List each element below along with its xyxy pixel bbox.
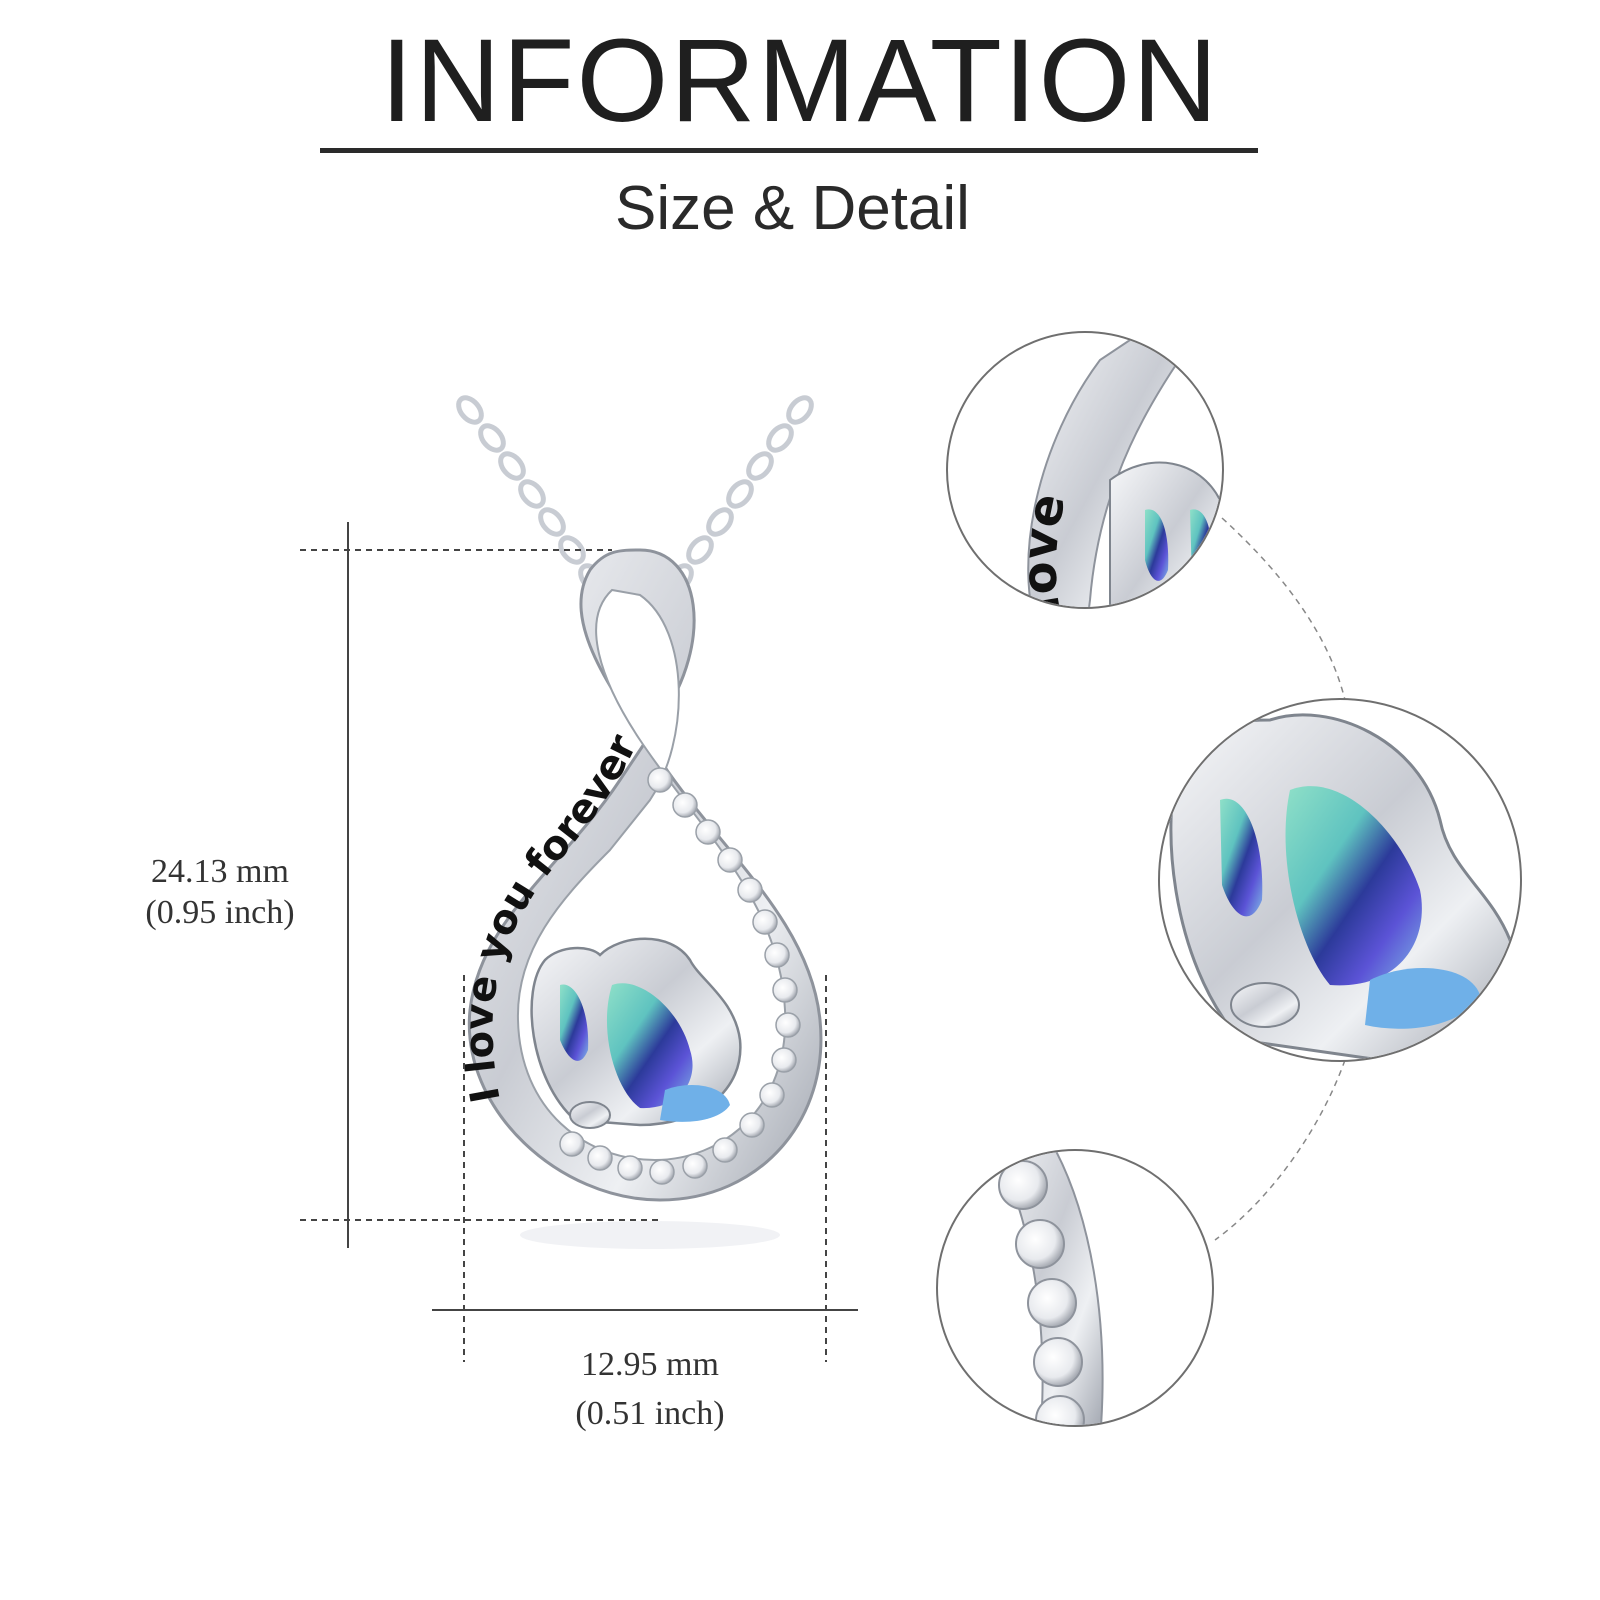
height-dimension-label: 24.13 mm (0.95 inch) bbox=[100, 852, 340, 934]
chain bbox=[456, 395, 814, 593]
title-divider bbox=[320, 148, 1258, 153]
width-dimension bbox=[432, 975, 858, 1362]
butterfly bbox=[530, 937, 742, 1129]
zoom-detail-butterfly bbox=[1158, 698, 1522, 1062]
height-inch: (0.95 inch) bbox=[145, 893, 295, 931]
zoom-detail-engraving: love bbox=[946, 331, 1224, 617]
height-dimension bbox=[300, 522, 660, 1248]
height-mm: 24.13 mm bbox=[151, 853, 289, 890]
zoom-detail-gems bbox=[936, 1149, 1214, 1427]
gem-row bbox=[559, 767, 801, 1185]
page-title: INFORMATION bbox=[380, 15, 1220, 147]
zoom-connectors bbox=[1214, 517, 1346, 1241]
width-inch: (0.51 inch) bbox=[575, 1395, 725, 1433]
width-dimension-label: 12.95 mm (0.51 inch) bbox=[520, 1340, 780, 1439]
zoom-engraving-text: love bbox=[1011, 489, 1076, 617]
width-mm: 12.95 mm bbox=[581, 1346, 719, 1383]
page-subtitle: Size & Detail bbox=[615, 174, 970, 243]
pendant: I love you forever bbox=[456, 548, 823, 1249]
